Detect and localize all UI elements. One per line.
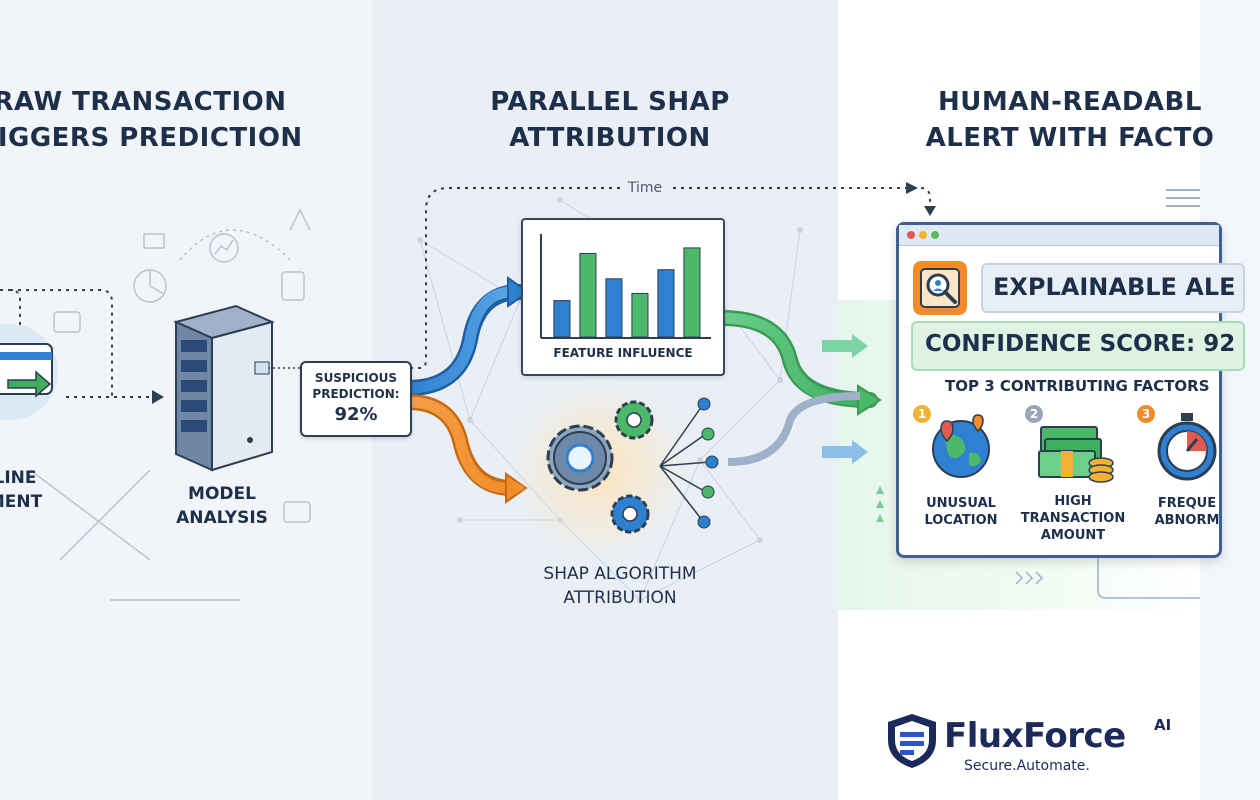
brand-tagline: Secure.Automate. (964, 758, 1090, 774)
feature-bar-3 (605, 278, 623, 338)
server-icon (173, 304, 300, 472)
money-icon (1038, 426, 1114, 483)
window-dot-red (907, 231, 915, 239)
window-dot-yellow (919, 231, 927, 239)
feature-bar-4 (631, 292, 649, 338)
factor-1-number: 1 (913, 405, 931, 423)
brand-suffix: AI (1154, 716, 1172, 734)
time-label: Time (620, 180, 670, 196)
dotted-connector (10, 289, 113, 396)
window-dot-green (931, 231, 939, 239)
payment-card-icon (0, 324, 58, 420)
green-arrow (857, 384, 882, 416)
confidence-score: CONFIDENCE SCORE: 92 (925, 331, 1236, 357)
blue-arrow (507, 276, 530, 308)
feature-bar-1 (553, 300, 571, 338)
shap-tree (659, 405, 711, 521)
confidence-score-box: CONFIDENCE SCORE: 92 (911, 321, 1245, 371)
alert-title: EXPLAINABLE ALE (993, 273, 1236, 301)
payment-label: LINEMENT (0, 468, 43, 512)
alert-title-box: EXPLAINABLE ALE (981, 263, 1245, 313)
factor-2-number: 2 (1025, 405, 1043, 423)
flow-diagram (0, 182, 1200, 603)
feature-influence-chart: FEATURE INFLUENCE (521, 218, 725, 376)
bar-chart (540, 234, 711, 339)
factors-heading: TOP 3 CONTRIBUTING FACTORS (945, 377, 1210, 395)
shap-gears-icon (546, 400, 654, 534)
search-icon (913, 261, 967, 315)
feature-bar-5 (657, 269, 675, 338)
fluxforce-logo: FluxForce AI Secure.Automate. (886, 712, 1186, 778)
globe-icon (932, 414, 990, 478)
feature-bar-6 (683, 247, 701, 338)
stopwatch-icon (1157, 413, 1217, 481)
background-icons (29, 208, 311, 601)
feature-influence-label: FEATURE INFLUENCE (553, 346, 693, 360)
brand-name: FluxForce (944, 716, 1126, 756)
suspicious-prediction-box: SUSPICIOUS PREDICTION: 92% (300, 361, 412, 437)
window-titlebar (899, 225, 1219, 246)
explainable-alert-window: EXPLAINABLE ALE CONFIDENCE SCORE: 92 TOP… (896, 222, 1245, 558)
feature-bar-2 (579, 252, 597, 338)
shield-icon (888, 714, 936, 768)
prediction-value: 92% (334, 404, 378, 425)
factor-3-number: 3 (1137, 405, 1155, 423)
